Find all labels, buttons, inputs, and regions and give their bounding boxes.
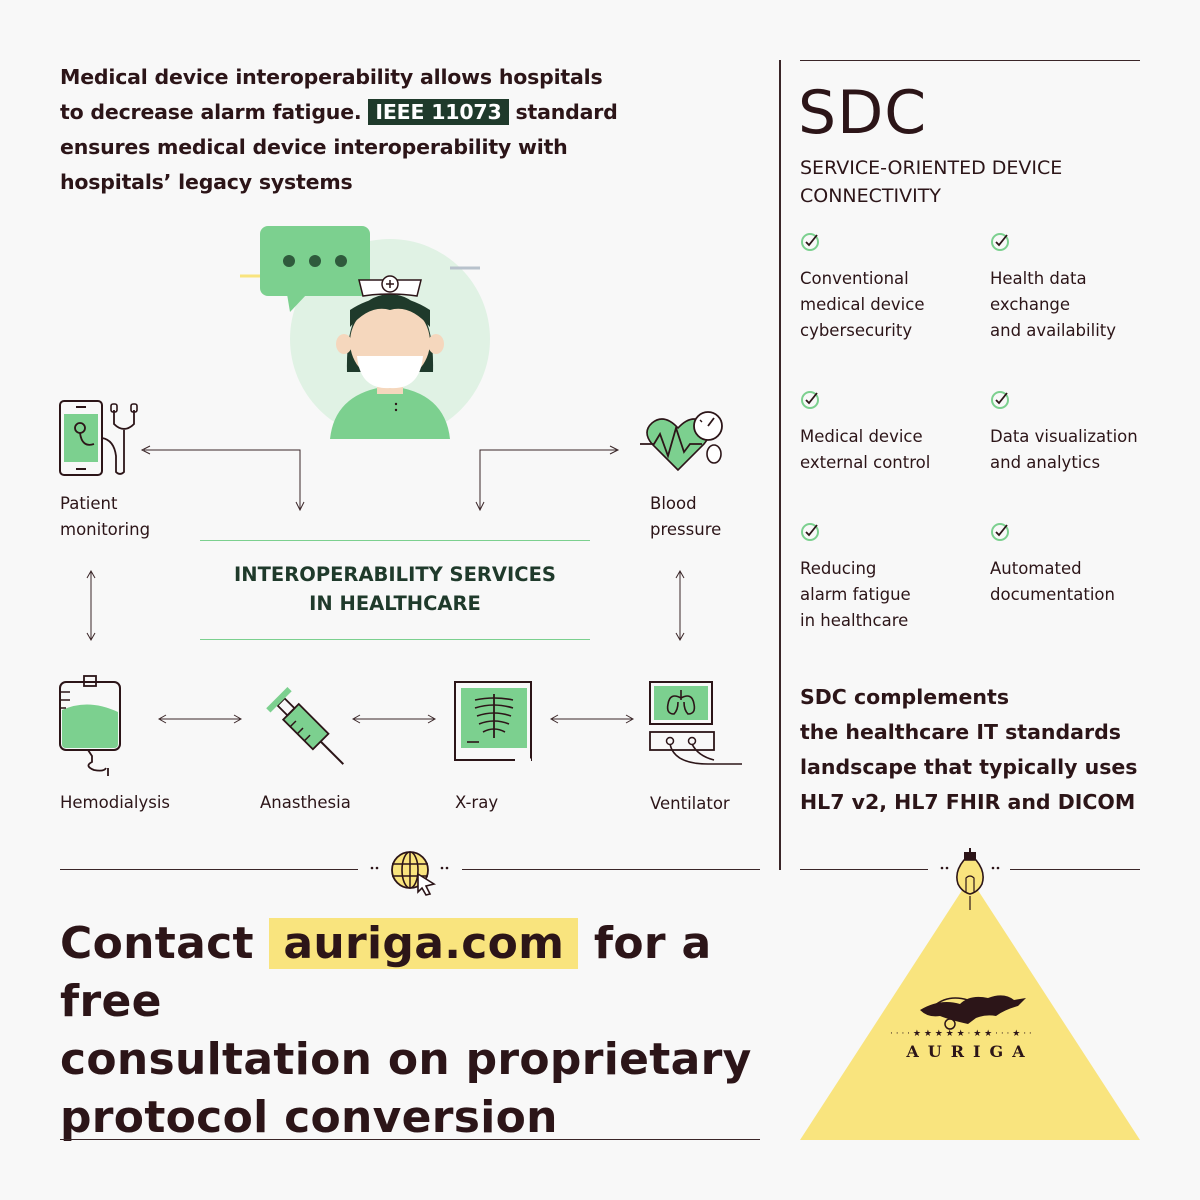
sdc-top-rule <box>800 60 1140 61</box>
vertical-divider <box>779 60 781 870</box>
center-title: INTEROPERABILITY SERVICES IN HEALTHCARE <box>234 563 556 615</box>
hemodialysis-label: Hemodialysis <box>60 793 171 812</box>
center-rule-top <box>200 540 590 541</box>
auriga-link[interactable]: auriga.com <box>269 918 579 969</box>
svg-text:· · · · ★ ★ ★ ★ ★ · ★ ★ · ·: · · · · ★ ★ ★ ★ ★ · ★ ★ · · · ★ · · <box>890 1029 1032 1039</box>
check-icon <box>991 233 1009 251</box>
syringe-icon <box>266 687 345 765</box>
heart-pressure-icon <box>640 411 723 472</box>
separator-right-b <box>1010 869 1140 870</box>
separator-right-a <box>800 869 928 870</box>
contact-suffix: for a free <box>60 918 712 1027</box>
top-connectors <box>140 445 620 512</box>
lightbulb-icon <box>940 848 1000 910</box>
ventilator-icon <box>649 681 742 765</box>
blood-pressure-label: Blood pressure <box>650 494 722 539</box>
xray-label: X-ray <box>455 793 499 812</box>
contact-prefix: Contact <box>60 918 254 969</box>
sdc-title: SDC <box>798 78 928 148</box>
bottom-rule <box>60 1139 760 1140</box>
xray-icon <box>454 681 532 762</box>
check-icon <box>991 523 1009 541</box>
separator-left-b <box>462 869 760 870</box>
patient-monitoring-label: Patient monitoring <box>60 494 151 539</box>
nurse-icon <box>240 226 490 439</box>
ventilator-label: Ventilator <box>650 794 730 813</box>
sdc-subtitle: SERVICE-ORIENTED DEVICE CONNECTIVITY <box>800 157 1063 207</box>
iv-bag-icon <box>59 675 121 776</box>
arrow-right-vertical <box>675 569 685 642</box>
separator-left-a <box>60 869 358 870</box>
logo-triangle: · · · · ★ ★ ★ ★ ★ · ★ ★ · · · ★ · · <box>800 848 1140 1140</box>
center-rule-bottom <box>200 639 590 640</box>
auriga-logo-mark: · · · · ★ ★ ★ ★ ★ · ★ ★ · · · ★ · · <box>890 995 1032 1039</box>
anasthesia-label: Anasthesia <box>260 793 351 812</box>
globe-cursor-icon[interactable] <box>368 848 456 896</box>
intro-text: Medical device interoperability allows h… <box>60 60 620 200</box>
auriga-logo-text: AURIGA <box>906 1042 1034 1061</box>
check-icon <box>801 523 819 541</box>
check-icon <box>801 391 819 409</box>
intro-after: standard ensures medical device interope… <box>60 100 618 194</box>
chat-bubble-icon <box>260 226 370 312</box>
arrow-left-vertical <box>86 569 96 642</box>
contact-cta: Contact auriga.com for a free consultati… <box>60 915 820 1147</box>
bottom-row-arrows <box>157 714 635 724</box>
check-icon <box>801 233 819 251</box>
check-icon <box>991 391 1009 409</box>
phone-stethoscope-icon <box>59 400 138 476</box>
contact-line3: protocol conversion <box>60 1092 558 1143</box>
ieee-highlight: IEEE 11073 <box>368 99 509 125</box>
sdc-complement-text: SDC complements the healthcare IT standa… <box>800 685 1138 814</box>
intro-before: Medical device interoperability allows h… <box>60 65 603 124</box>
contact-line2: consultation on proprietary <box>60 1034 752 1085</box>
